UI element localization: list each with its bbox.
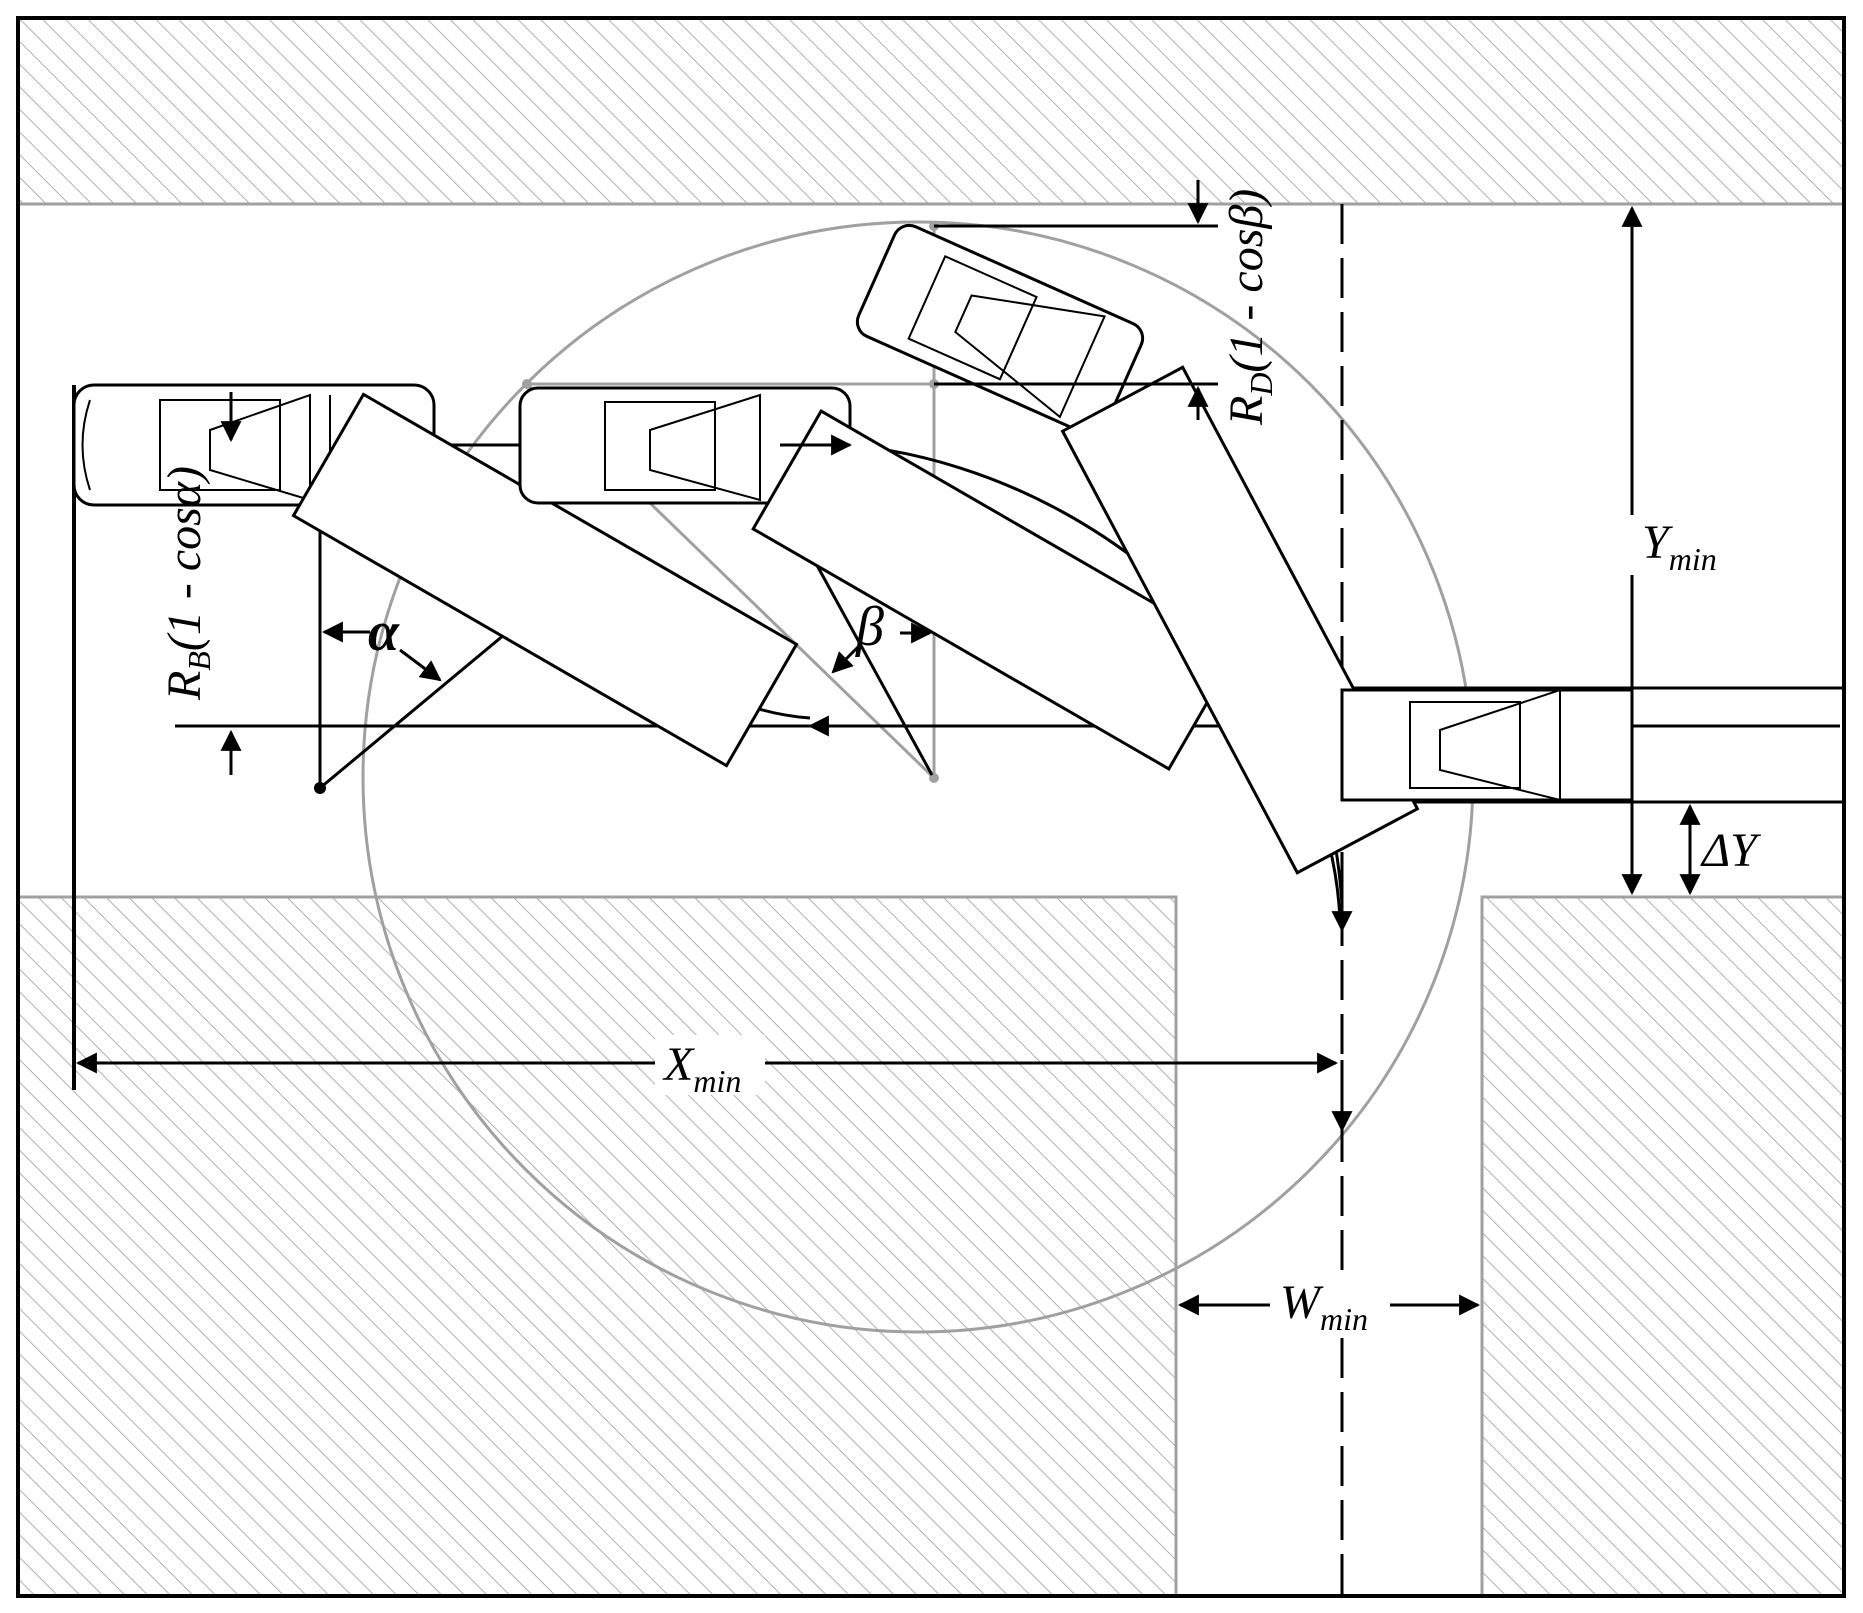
label-xmin: Xmin [662,1038,741,1099]
xmin-label-bg [655,1035,765,1095]
bottom-right-block-edge [1480,895,1842,1594]
bottom-left-block-edge [20,895,1178,1594]
label-delta-y: ΔY [1700,824,1761,877]
ymin-label-bg [1600,515,1700,575]
vehicle-7-parked [1340,688,1634,802]
top-wall [20,20,1842,204]
bottom-right-block [1482,897,1842,1594]
label-wmin: Wmin [1280,1276,1368,1337]
vehicle-6-trailer [1060,365,1420,875]
label-alpha: α [368,601,400,663]
vehicle-4-trailer [751,409,1239,771]
vehicle-2-trailer [291,392,799,768]
wmin-label-bg [1270,1275,1390,1335]
beta-arrow-left [831,643,862,674]
label-rb: RB(1 - cosα) [158,466,217,701]
bottom-left-block [20,897,1176,1594]
label-rd: RD(1 - cosβ) [1220,189,1279,426]
label-ymin: Ymin [1642,516,1717,577]
alpha-arrow-right [399,648,442,682]
label-beta: β [855,596,884,658]
